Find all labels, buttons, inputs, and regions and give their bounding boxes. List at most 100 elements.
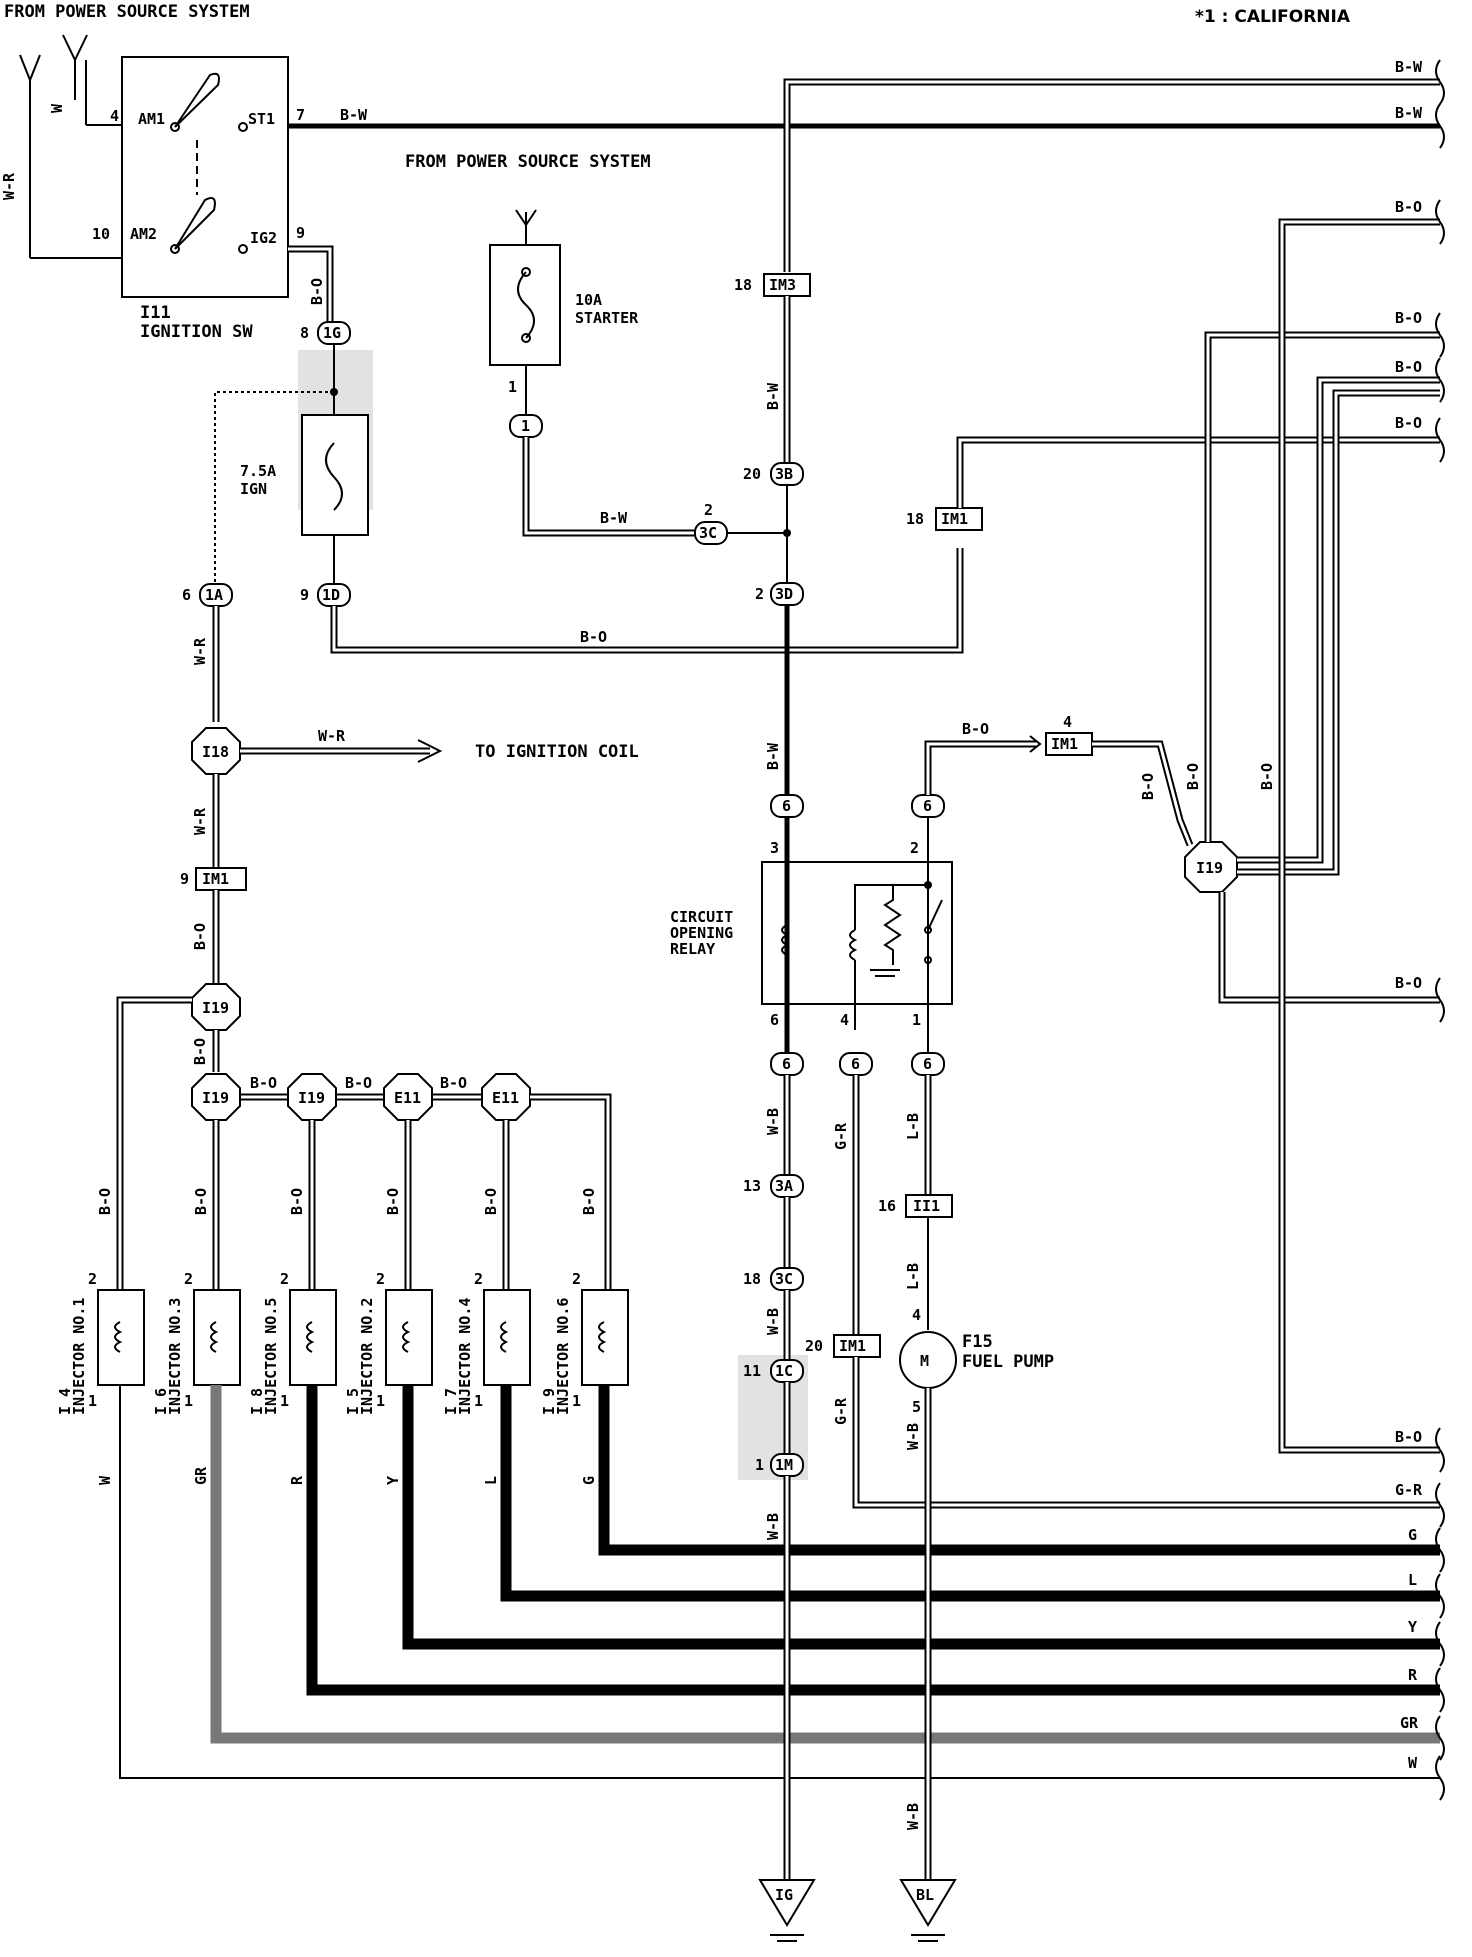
wire-break-mark	[1435, 1427, 1445, 1473]
junction-i19-left-label: I19	[202, 999, 229, 1017]
wire-label-bo-r2: B-O	[1395, 309, 1422, 327]
wire-label-wb-pump: W-B	[904, 1423, 922, 1450]
connector-3c-pin: 2	[704, 501, 713, 519]
pin-am2: 10	[92, 225, 110, 243]
relay-label-2: OPENING	[670, 924, 733, 942]
junction-i19-a-label: I19	[202, 1089, 229, 1107]
wire-break-mark	[1435, 103, 1445, 149]
connector-6-d-label: 6	[851, 1055, 860, 1073]
circuit-opening-relay	[761, 861, 953, 1005]
wire-label-gr-right: G-R	[1395, 1481, 1423, 1499]
injector-wire-label: L	[482, 1476, 500, 1485]
wire-label-bo-r3: B-O	[1395, 358, 1422, 376]
pin-ig2: 9	[296, 224, 305, 242]
injector-coil	[500, 1321, 509, 1353]
wire-label-wb-a: W-B	[764, 1108, 782, 1135]
injector-code: I 6	[152, 1388, 170, 1415]
starter-fuse-name: STARTER	[575, 309, 639, 327]
injector-coil	[306, 1321, 315, 1353]
wire-label-bo-ig2: B-O	[308, 278, 326, 305]
wire-label-wr-i18-down: W-R	[191, 807, 209, 835]
connector-3a-label: 3A	[775, 1177, 793, 1195]
connector-1g-label: 1G	[323, 324, 341, 342]
connector-1g	[317, 321, 351, 345]
connector-1a-label: 1A	[205, 586, 223, 604]
connector-3c-b-label: 3C	[775, 1270, 793, 1288]
wire-break-mark	[1435, 1667, 1445, 1713]
ground-ig	[758, 1879, 816, 1927]
fuel-pump-pin-5: 5	[912, 1398, 921, 1416]
wire-label-bo-r5: B-O	[1395, 974, 1422, 992]
ign-fuse-box	[301, 414, 369, 536]
pin-st1: 7	[296, 106, 305, 124]
injector-name: INJECTOR NO.6	[554, 1298, 572, 1415]
injector-name: INJECTOR NO.5	[262, 1298, 280, 1415]
pin-am1: 4	[110, 107, 119, 125]
wire-label-gr-b: G-R	[832, 1397, 850, 1425]
wire-label-bw-st1: B-W	[340, 106, 368, 124]
wire-break-mark	[1435, 1527, 1445, 1573]
wire-label-bo-i19-r: B-O	[1258, 763, 1276, 790]
wire-break-mark	[1435, 59, 1445, 105]
connector-1m-label: 1M	[775, 1456, 793, 1474]
injector-code: I 8	[248, 1388, 266, 1415]
connector-im1-left	[195, 867, 247, 891]
wire-break-mark	[1435, 977, 1445, 1023]
wire-label-bw-starter: B-W	[600, 509, 628, 527]
injector-box	[385, 1289, 433, 1386]
connector-3b-pin: 20	[743, 465, 761, 483]
injector-pin-top: 2	[376, 1270, 385, 1288]
connector-6-e-label: 6	[923, 1055, 932, 1073]
ignition-switch-name: IGNITION SW	[140, 322, 253, 342]
injector-name: INJECTOR NO.1	[70, 1298, 88, 1415]
connector-1-label: 1	[521, 417, 530, 435]
junction-i18-label: I18	[202, 743, 229, 761]
connector-im3-pin: 18	[734, 276, 752, 294]
terminal-st1: ST1	[248, 110, 275, 128]
wire-label-bo-bus1: B-O	[250, 1074, 277, 1092]
connector-1c-pin: 11	[743, 1362, 761, 1380]
connector-3c-b-pin: 18	[743, 1270, 761, 1288]
wire-break-mark	[1435, 312, 1445, 358]
connector-ii1-label: II1	[913, 1197, 940, 1215]
injector-code: I 4	[56, 1388, 74, 1415]
injector-box	[97, 1289, 145, 1386]
ground-ig-label: IG	[775, 1886, 793, 1904]
connector-im1-mid-label: IM1	[1051, 735, 1078, 753]
connector-3d-label: 3D	[775, 585, 793, 603]
relay-pin-4: 4	[840, 1011, 849, 1029]
connector-6-a-label: 6	[782, 797, 791, 815]
wire-break-mark	[1435, 1573, 1445, 1619]
injector-pin-top: 2	[184, 1270, 193, 1288]
wire-label-bo-im1-left: B-O	[191, 923, 209, 950]
injector-box	[581, 1289, 629, 1386]
header-california-note: *1 : CALIFORNIA	[1195, 7, 1351, 27]
connector-3c-label: 3C	[699, 524, 717, 542]
ignition-switch-box	[121, 56, 289, 298]
fuel-pump-name: FUEL PUMP	[962, 1352, 1054, 1372]
wire-break-mark	[1435, 1755, 1445, 1801]
ground-bl	[899, 1879, 957, 1927]
wire-label-bo-inj3: B-O	[192, 1188, 210, 1215]
starter-fuse-pin: 1	[508, 378, 517, 396]
wire-label-bo-r6: B-O	[1395, 1428, 1422, 1446]
injector-pin-bot: 1	[280, 1392, 289, 1410]
wire-label-wb-b: W-B	[764, 1308, 782, 1335]
junction-i18	[191, 727, 241, 775]
wire-label-wb-c: W-B	[764, 1513, 782, 1540]
wire-label-bw-top1: B-W	[1395, 58, 1423, 76]
connector-ii1-pin: 16	[878, 1197, 896, 1215]
wire-label-bo-inj6: B-O	[580, 1188, 598, 1215]
junction-e11-b	[481, 1073, 531, 1121]
connector-1m-pin: 1	[755, 1456, 764, 1474]
wire-label-bo-inj2: B-O	[384, 1188, 402, 1215]
relay-pin-2: 2	[910, 839, 919, 857]
connector-1d-label: 1D	[322, 586, 340, 604]
wire-label-bo-bus2: B-O	[345, 1074, 372, 1092]
connector-im1-top-label: IM1	[941, 510, 968, 528]
injector-name: INJECTOR NO.4	[456, 1298, 474, 1415]
relay-pin-6: 6	[770, 1011, 779, 1029]
